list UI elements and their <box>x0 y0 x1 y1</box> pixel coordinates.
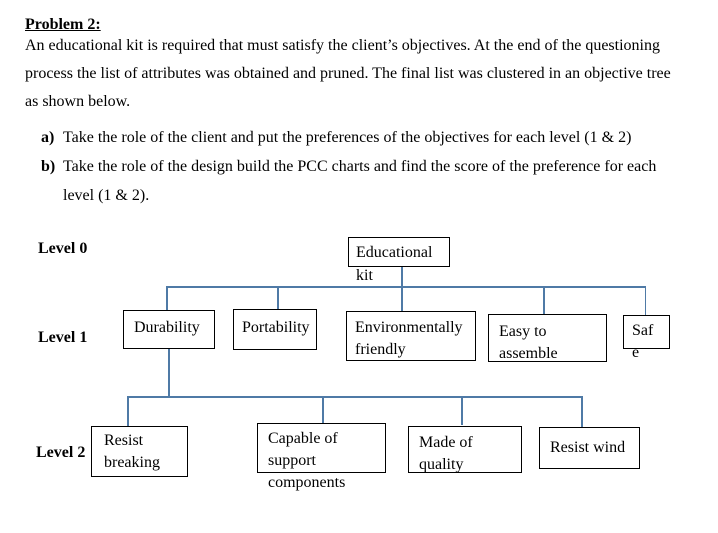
tree-node-environmentally-friendly: Environmentally friendly <box>346 311 476 361</box>
tree-node-safe: Safe <box>623 315 670 361</box>
problem-title: Problem 2: <box>25 16 101 33</box>
tree-node-portability: Portability <box>233 309 317 350</box>
tree-node-resist-wind: Resist wind <box>539 427 640 469</box>
connector-drop-resist-breaking <box>127 396 129 426</box>
task-text-a: Take the role of the client and put the … <box>63 129 632 146</box>
tree-node-educational-kit: Educational kit <box>348 237 450 284</box>
level-1-label: Level 1 <box>38 329 88 346</box>
task-list: a) Take the role of the client and put t… <box>41 123 663 210</box>
tree-node-durability: Durability <box>123 310 215 349</box>
intro-paragraph: An educational kit is required that must… <box>25 37 671 110</box>
task-marker-b: b) <box>41 158 56 175</box>
connector-root-drop <box>401 267 403 311</box>
tree-node-capable-of-support-components: Capable of support components <box>257 423 386 491</box>
task-text-b: Take the role of the design build the PC… <box>63 158 657 204</box>
connector-drop-made <box>461 396 463 425</box>
level-2-label: Level 2 <box>36 444 86 461</box>
task-item-b: b) Take the role of the design build the… <box>41 152 663 210</box>
tree-node-made-of-quality: Made of quality <box>408 426 522 473</box>
connector-level2-rail <box>128 396 582 398</box>
tree-node-easy-to-assemble: Easy to assemble <box>488 314 607 362</box>
task-marker-a: a) <box>41 129 55 146</box>
connector-drop-capable <box>322 396 324 423</box>
connector-drop-portability <box>277 286 279 309</box>
task-item-a: a) Take the role of the client and put t… <box>41 123 663 152</box>
tree-node-resist-breaking: Resist breaking <box>91 426 188 477</box>
connector-level1-rail <box>166 286 646 288</box>
connector-drop-durability <box>166 286 168 310</box>
connector-drop-safe <box>644 286 646 315</box>
connector-drop-resist-wind <box>581 396 583 427</box>
level-0-label: Level 0 <box>38 240 88 257</box>
connector-drop-easy <box>543 286 545 314</box>
connector-durability-down <box>168 349 170 396</box>
